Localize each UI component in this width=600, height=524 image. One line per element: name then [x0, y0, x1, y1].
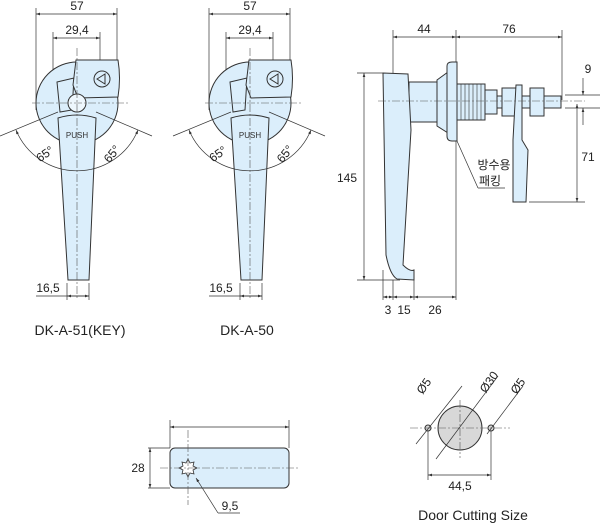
dim-height: 145	[337, 171, 357, 185]
model-label: DK-A-50	[220, 322, 274, 338]
dim-cam-offset: 9	[585, 62, 592, 76]
dim-small-hole-left: Ø5	[414, 375, 435, 396]
dim-hole-spacing: 44,5	[448, 479, 472, 493]
dim-bottom-2: 15	[397, 303, 411, 317]
door-cutting-title: Door Cutting Size	[418, 507, 528, 523]
angle-left: 65°	[34, 143, 57, 165]
packing-note-line1: 방수용	[477, 158, 510, 172]
front-view-standard: 57 29,4 PUSH 65° 65° 16,5 DK-A-50	[172, 0, 326, 338]
dim-overall-width: 57	[243, 0, 257, 13]
door-cutting-view: Ø5 Ø30 Ø5 44,5 Door Cutting Size	[410, 368, 529, 523]
angle-right: 65°	[101, 142, 124, 165]
side-view: 44 76 145 9 71 3 15 26 방수용 패킹	[337, 22, 600, 317]
dim-cam-length: 71	[581, 150, 595, 164]
dim-top-left: 44	[417, 22, 431, 36]
dim-hole: 9,5	[222, 499, 239, 513]
dim-overall-width: 57	[70, 0, 84, 13]
angle-right: 65°	[274, 142, 297, 165]
dim-bottom-3: 26	[428, 303, 442, 317]
angle-left: 65°	[207, 143, 230, 165]
dim-handle-tip: 16,5	[209, 281, 233, 295]
dim-cam-width: 29,4	[65, 23, 89, 37]
dim-main-hole: Ø30	[477, 368, 502, 395]
cam-plate-view: 28 9,5	[131, 420, 300, 514]
dim-top-right: 76	[502, 22, 516, 36]
push-text: PUSH	[66, 131, 88, 140]
packing-note-line2: 패킹	[479, 174, 501, 188]
dim-handle-tip: 16,5	[36, 281, 60, 295]
dim-plate-height: 28	[131, 461, 145, 475]
dim-small-hole-right: Ø5	[508, 375, 529, 396]
dim-cam-width: 29,4	[238, 23, 262, 37]
dim-bottom-1: 3	[385, 303, 392, 317]
front-view-key: 57 29,4 PUSH 65° 65° 16,5 DK-A-51(KEY)	[0, 0, 153, 338]
push-text: PUSH	[239, 131, 261, 140]
model-label: DK-A-51(KEY)	[34, 322, 125, 338]
